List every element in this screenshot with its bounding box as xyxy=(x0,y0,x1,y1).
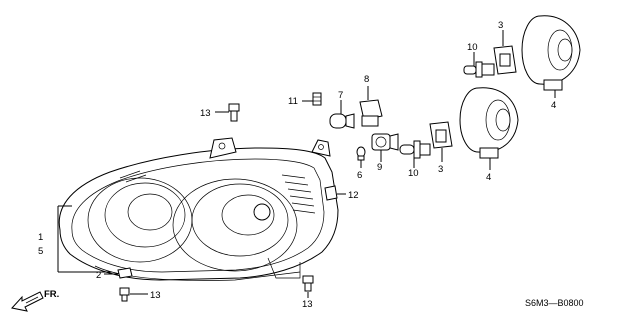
callout-9: 9 xyxy=(377,162,382,173)
bulb-part-10-upper xyxy=(463,52,495,78)
callout-13-bottom-right: 13 xyxy=(302,299,313,310)
callout-2: 2 xyxy=(96,270,101,281)
clip-part-11 xyxy=(302,92,322,106)
direction-label: FR. xyxy=(44,289,59,300)
callout-3-upper: 3 xyxy=(498,20,503,31)
socket-part-3-lower xyxy=(429,121,453,162)
callout-13-top: 13 xyxy=(200,108,211,119)
callout-3-lower: 3 xyxy=(438,164,443,175)
headlight-assembly xyxy=(58,137,339,281)
callout-13-bottom-left: 13 xyxy=(150,290,161,301)
bolt-part-13-top xyxy=(215,103,240,122)
socket-part-8 xyxy=(359,86,383,127)
callout-12: 12 xyxy=(348,190,359,201)
bulb-part-6 xyxy=(356,146,366,168)
bulb-part-7 xyxy=(329,100,355,129)
clip-part-2 xyxy=(104,267,133,279)
callout-1: 1 xyxy=(38,232,43,243)
socket-part-3-upper xyxy=(493,30,517,75)
callout-10-lower: 10 xyxy=(408,168,419,179)
bolt-part-13-bottom-right xyxy=(302,275,314,298)
diagram-code: S6M3—B0800 xyxy=(525,298,584,308)
bolt-part-13-bottom-left xyxy=(119,287,148,302)
front-direction-arrow-icon xyxy=(11,291,44,312)
bulb-part-10-lower xyxy=(399,140,431,168)
clip-part-12 xyxy=(324,185,346,201)
callout-4-lower: 4 xyxy=(486,172,491,183)
dust-cap-part-4-lower xyxy=(459,87,519,170)
callout-5: 5 xyxy=(38,246,43,257)
callout-6: 6 xyxy=(357,170,362,181)
callout-8: 8 xyxy=(364,74,369,85)
callout-7: 7 xyxy=(338,90,343,101)
callout-11: 11 xyxy=(288,96,298,107)
socket-part-9 xyxy=(371,133,399,162)
callout-4-upper: 4 xyxy=(551,100,556,111)
bracket-1-5 xyxy=(57,205,112,273)
callout-10-upper: 10 xyxy=(467,42,478,53)
dust-cap-part-4-upper xyxy=(521,15,581,98)
